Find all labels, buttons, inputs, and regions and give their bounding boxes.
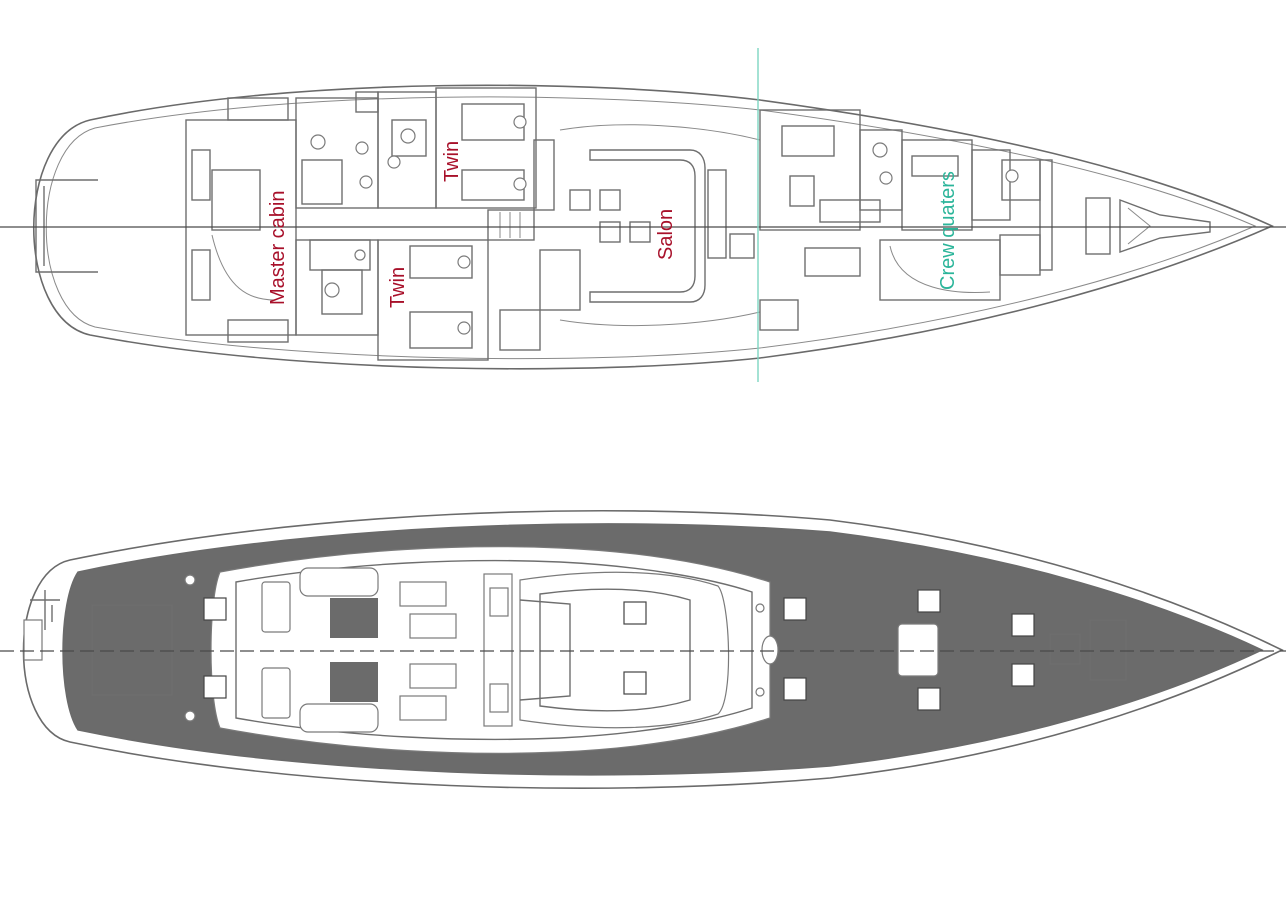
forward-hatch [897,623,939,677]
salon-settee [589,149,706,303]
crew-quarters-label: Crew quaters [937,171,959,290]
deck-plan [0,509,1286,790]
twin-label-fwd: Twin [441,141,463,182]
mast [761,635,779,665]
interior-plan: Master cabin Twin Twin Salon Crew quater… [0,48,1286,382]
salon-label: Salon [655,209,677,260]
twin-label-aft: Twin [387,267,409,308]
deck-cleat [203,589,1035,711]
stern-platform [35,179,98,273]
master-cabin-label: Master cabin [267,191,289,306]
